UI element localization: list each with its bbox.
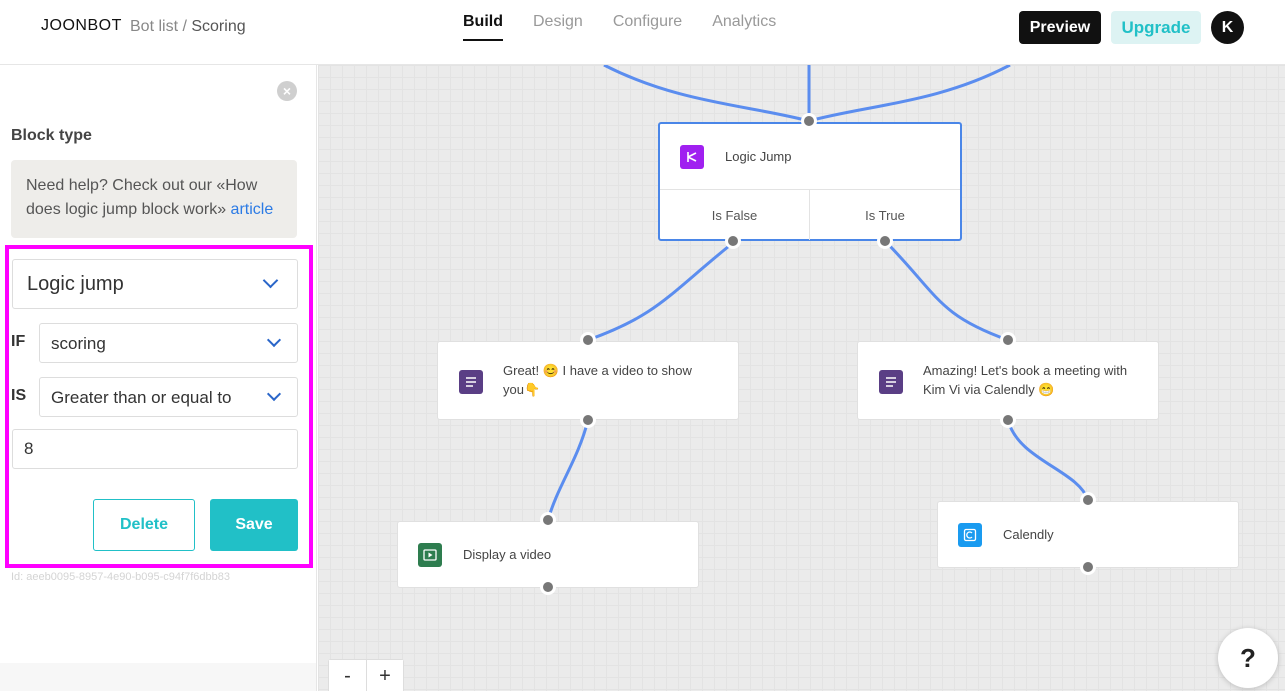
calendly-icon [958, 523, 982, 547]
avatar[interactable]: K [1211, 11, 1244, 44]
wire-incoming-right [808, 65, 1011, 123]
calendly-node[interactable]: Calendly [937, 501, 1239, 568]
if-variable-value: scoring [51, 334, 106, 353]
tab-analytics[interactable]: Analytics [712, 13, 777, 30]
port-calendly-out[interactable] [1080, 559, 1096, 575]
port-logic-in[interactable] [801, 113, 817, 129]
close-icon[interactable]: × [277, 81, 297, 101]
brand-logo[interactable]: JOONBOT [41, 17, 122, 34]
upgrade-button[interactable]: Upgrade [1111, 11, 1201, 44]
sidebar-footer [0, 663, 316, 691]
connection-wires [546, 65, 1090, 521]
wire-to-calendly [1006, 419, 1090, 501]
port-message-false-out[interactable] [580, 412, 596, 428]
block-settings-panel: × Block type Need help? Check out our «H… [0, 65, 317, 691]
zoom-in-button[interactable]: + [366, 660, 403, 691]
message-node-true[interactable]: Amazing! Let's book a meeting with Kim V… [857, 341, 1159, 420]
logic-jump-node[interactable]: Logic Jump Is False Is True [658, 122, 962, 241]
block-id: Id: aeeb0095-8957-4e90-b095-c94f7f6dbb83 [11, 571, 230, 583]
is-label: IS [11, 387, 27, 404]
video-icon [418, 543, 442, 567]
block-type-value: Logic jump [27, 273, 124, 295]
wire-true-branch [884, 240, 1009, 342]
port-message-true-out[interactable] [1000, 412, 1016, 428]
message-text: Great! 😊 I have a video to show you👇 [503, 363, 692, 397]
message-text: Amazing! Let's book a meeting with Kim V… [923, 363, 1128, 397]
top-header: JOONBOT Bot list / Scoring Build Design … [0, 0, 1285, 65]
calendly-node-label: Calendly [1003, 527, 1054, 542]
wire-incoming-left [603, 65, 810, 123]
node-divider [660, 189, 960, 190]
help-box: Need help? Check out our «How does logic… [11, 160, 297, 238]
delete-button[interactable]: Delete [93, 499, 195, 551]
block-type-select[interactable]: Logic jump [12, 259, 298, 309]
chevron-down-icon [266, 386, 282, 402]
logic-jump-form: Logic jump IF scoring IS Greater than or… [5, 245, 313, 568]
breadcrumb: Bot list / Scoring [130, 18, 246, 36]
help-article-link[interactable]: article [230, 201, 274, 218]
logic-jump-title: Logic Jump [725, 149, 792, 164]
wire-false-branch [587, 240, 735, 342]
if-label: IF [11, 333, 26, 350]
help-text: Need help? Check out our «How does logic… [26, 177, 258, 218]
port-message-false-in[interactable] [580, 332, 596, 348]
compare-value-input[interactable] [12, 429, 298, 469]
message-icon [459, 370, 483, 394]
wire-to-video [546, 419, 590, 521]
preview-button[interactable]: Preview [1019, 11, 1101, 44]
chevron-down-icon [262, 272, 279, 289]
logic-jump-icon [680, 145, 704, 169]
branch-is-true[interactable]: Is True [865, 207, 905, 223]
block-type-heading: Block type [11, 127, 92, 144]
port-calendly-in[interactable] [1080, 492, 1096, 508]
port-message-true-in[interactable] [1000, 332, 1016, 348]
if-variable-select[interactable]: scoring [39, 323, 298, 363]
branch-is-false[interactable]: Is False [660, 190, 810, 240]
tab-design[interactable]: Design [533, 13, 583, 30]
display-video-node[interactable]: Display a video [397, 521, 699, 588]
tab-configure[interactable]: Configure [612, 13, 683, 30]
help-icon[interactable]: ? [1218, 628, 1278, 688]
message-node-false[interactable]: Great! 😊 I have a video to show you👇 [437, 341, 739, 420]
port-video-in[interactable] [540, 512, 556, 528]
save-button[interactable]: Save [210, 499, 298, 551]
chevron-down-icon [266, 332, 282, 348]
main-nav: Build Design Configure Analytics [463, 13, 776, 41]
breadcrumb-current: Scoring [191, 18, 246, 35]
flow-canvas[interactable]: Logic Jump Is False Is True Great! 😊 I h… [318, 65, 1285, 691]
port-is-true-out[interactable] [877, 233, 893, 249]
zoom-controls: - + [328, 659, 404, 691]
video-node-label: Display a video [463, 547, 552, 562]
breadcrumb-bot-list[interactable]: Bot list [130, 18, 179, 35]
is-operator-select[interactable]: Greater than or equal to [39, 377, 298, 417]
port-video-out[interactable] [540, 579, 556, 595]
message-icon [879, 370, 903, 394]
zoom-out-button[interactable]: - [329, 660, 366, 691]
tab-build[interactable]: Build [463, 13, 503, 41]
is-operator-value: Greater than or equal to [51, 388, 232, 407]
breadcrumb-separator: / [178, 18, 192, 35]
port-is-false-out[interactable] [725, 233, 741, 249]
